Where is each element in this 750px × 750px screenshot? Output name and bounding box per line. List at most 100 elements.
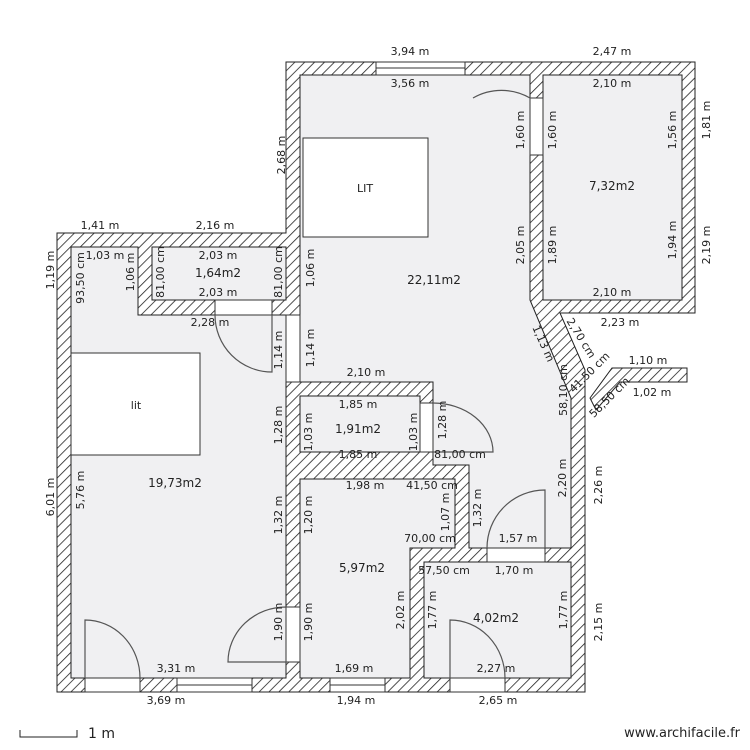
dimension-label: 2,19 m [700, 226, 713, 265]
dimension-label: 5,76 m [74, 471, 87, 510]
dimension-label: 1,14 m [272, 331, 285, 370]
dimension-label: 1,94 m [337, 694, 376, 707]
dimension-label: 2,10 m [347, 366, 386, 379]
area-label: 19,73m2 [148, 476, 202, 490]
dimension-label: 2,03 m [199, 286, 238, 299]
door-opening-bottom-right [449, 677, 506, 693]
dimension-label: 2,26 m [592, 466, 605, 505]
dimension-label: 1,70 m [495, 564, 534, 577]
dimension-label: 2,27 m [477, 662, 516, 675]
area-label: 22,11m2 [407, 273, 461, 287]
dimension-label: 1,32 m [272, 496, 285, 535]
dimension-label: 93,50 cm [74, 252, 87, 304]
dimension-label: 1,28 m [436, 401, 449, 440]
dimension-label: 1,41 m [81, 219, 120, 232]
dimension-label: 1,81 m [700, 101, 713, 140]
dimension-label: 2,02 m [394, 591, 407, 630]
dimension-label: 1,07 m [439, 493, 452, 532]
dimension-label: 70,00 cm [404, 532, 456, 545]
dimension-label: 1,57 m [499, 532, 538, 545]
wall-stub [589, 367, 688, 411]
dimension-label: 1,60 m [514, 111, 527, 150]
bed-upper [302, 137, 429, 238]
door-opening-right-room [529, 97, 544, 156]
dimension-label: 1,69 m [335, 662, 374, 675]
area-label: 1,91m2 [335, 422, 381, 436]
door-opening-small-top [214, 299, 273, 316]
door-swing-small-top[interactable] [214, 314, 273, 373]
room-middle [299, 478, 456, 679]
door-swing-right-room[interactable] [472, 89, 531, 155]
dimension-label: 1,85 m [339, 398, 378, 411]
door-opening-corridor [486, 547, 546, 563]
door-swing-middle[interactable] [227, 606, 287, 663]
dimension-label: 6,01 m [44, 478, 57, 517]
door-opening-living [285, 314, 301, 383]
dimension-label: 2,10 m [593, 286, 632, 299]
door-opening-living-exit [84, 677, 141, 693]
dimension-label: 3,94 m [391, 45, 430, 58]
dimension-label: 2,20 m [556, 459, 569, 498]
dimension-label: 41,50 cm [406, 479, 458, 492]
bed-left-label: lit [131, 399, 142, 412]
scale-bar [19, 730, 78, 738]
dimension-label: 1,90 m [302, 603, 315, 642]
area-label: 1,64m2 [195, 266, 241, 280]
door-swing-living-exit[interactable] [84, 619, 141, 679]
room-bottom-right [423, 561, 572, 679]
dimension-label: 2,65 m [479, 694, 518, 707]
dimension-label: 2,47 m [593, 45, 632, 58]
dimension-label: 1,03 m [302, 413, 315, 452]
dimension-label: 1,77 m [557, 591, 570, 630]
dimension-label: 3,56 m [391, 77, 430, 90]
door-swing-bottom-right[interactable] [449, 619, 506, 679]
dimension-label: 1,14 m [304, 329, 317, 368]
door-opening-middle [285, 606, 301, 663]
dimension-label: 1,02 m [633, 386, 672, 399]
dimension-label: 1,06 m [124, 253, 137, 292]
dimension-label: 3,31 m [157, 662, 196, 675]
dimension-label: 1,06 m [304, 249, 317, 288]
scale-label: 1 m [88, 726, 115, 742]
dimension-label: 57,50 cm [418, 564, 470, 577]
dimension-label: 1,03 m [407, 413, 420, 452]
dimension-label: 1,85 m [339, 448, 378, 461]
bed-left [70, 352, 201, 456]
dimension-label: 1,32 m [471, 489, 484, 528]
door-swing-corridor[interactable] [486, 489, 546, 549]
area-label: 4,02m2 [473, 611, 519, 625]
dimension-label: 81,00 cm [154, 246, 167, 298]
dimension-label: 2,05 m [514, 226, 527, 265]
dimension-label: 58,10 cm [557, 364, 570, 416]
dimension-label: 81,00 cm [272, 246, 285, 298]
dimension-label: 3,69 m [147, 694, 186, 707]
area-label: 7,32m2 [589, 179, 635, 193]
bed-upper-label: LIT [357, 182, 373, 195]
dimension-label: 1,28 m [272, 406, 285, 445]
dimension-label: 2,23 m [601, 316, 640, 329]
dimension-label: 1,19 m [44, 251, 57, 290]
door-swing-small-room[interactable] [432, 402, 494, 453]
dimension-label: 1,77 m [426, 591, 439, 630]
dimension-label: 1,10 m [629, 354, 668, 367]
dimension-label: 2,03 m [199, 249, 238, 262]
dimension-label: 2,28 m [191, 316, 230, 329]
dimension-label: 1,60 m [546, 111, 559, 150]
watermark: www.archifacile.fr [624, 726, 740, 741]
room-right [542, 74, 683, 301]
dimension-label: 2,68 m [275, 136, 288, 175]
area-label: 5,97m2 [339, 561, 385, 575]
dimension-label: 1,98 m [346, 479, 385, 492]
dimension-label: 2,10 m [593, 77, 632, 90]
door-opening-small-room [419, 402, 434, 453]
dimension-label: 1,94 m [666, 221, 679, 260]
dimension-label: 1,90 m [272, 603, 285, 642]
dimension-label: 1,03 m [86, 249, 125, 262]
dimension-label: 2,15 m [592, 603, 605, 642]
dimension-label: 1,89 m [546, 226, 559, 265]
dimension-label: 2,16 m [196, 219, 235, 232]
dimension-label: 81,00 cm [434, 448, 486, 461]
room-small [299, 395, 421, 453]
dimension-label: 1,20 m [302, 496, 315, 535]
